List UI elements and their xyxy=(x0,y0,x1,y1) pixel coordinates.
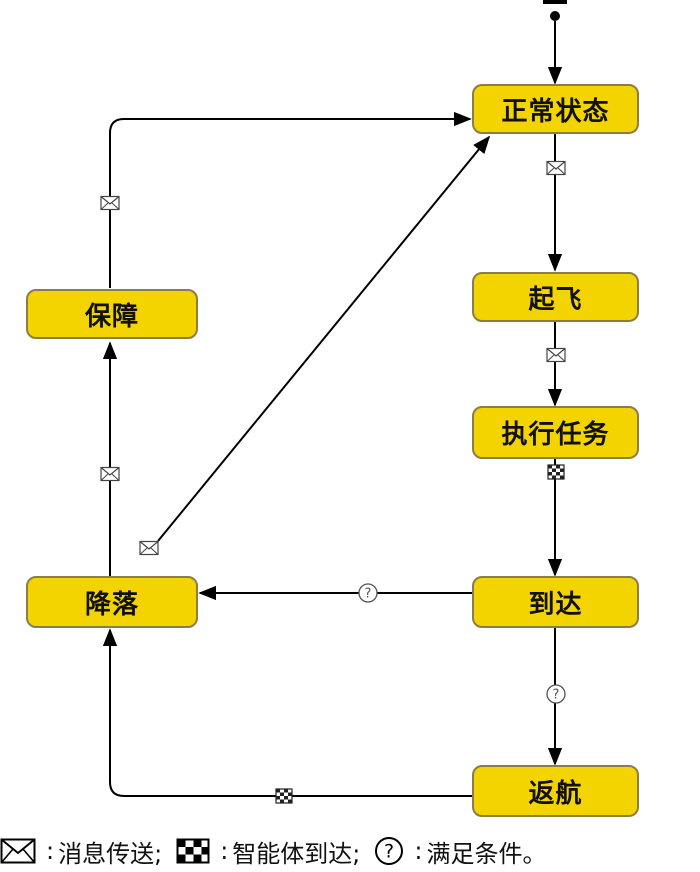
legend: : 消息传送; : 智能体到达; ? : 满足条件。 xyxy=(0,830,700,872)
envelope-icon xyxy=(546,347,566,363)
legend-message-label: 消息传送; xyxy=(58,839,163,868)
question-circle-icon xyxy=(546,684,566,704)
checkered-flag-icon xyxy=(275,788,293,804)
envelope-icon xyxy=(100,466,120,482)
legend-condition-label: 满足条件。 xyxy=(426,839,547,868)
svg-text:?: ? xyxy=(384,841,394,863)
legend-message: : 消息传送; xyxy=(0,834,162,869)
legend-colon: : xyxy=(414,837,423,865)
checkered-flag-icon xyxy=(547,464,565,480)
node-land: 降落 xyxy=(26,576,198,628)
node-mission: 执行任务 xyxy=(472,406,639,459)
state-diagram: ? xyxy=(100,0,567,804)
node-guarantee: 保障 xyxy=(26,289,198,339)
legend-arrival: : 智能体到达; xyxy=(176,834,360,869)
envelope-icon xyxy=(0,838,36,864)
question-circle-icon: ? xyxy=(375,837,404,865)
edge-land-normal xyxy=(157,135,491,542)
node-takeoff: 起飞 xyxy=(472,272,639,322)
node-normal: 正常状态 xyxy=(472,84,639,134)
start-marker xyxy=(543,0,567,21)
question-circle-icon xyxy=(358,583,378,603)
legend-condition: ? : 满足条件。 xyxy=(374,834,546,869)
legend-colon: : xyxy=(220,837,229,865)
legend-colon: : xyxy=(46,837,55,865)
edge-guarantee-normal xyxy=(109,111,472,288)
envelope-icon xyxy=(100,195,120,211)
edge-return-land xyxy=(102,628,472,797)
node-arrive: 到达 xyxy=(472,576,639,628)
envelope-icon xyxy=(546,160,566,176)
node-return: 返航 xyxy=(472,765,639,817)
envelope-icon xyxy=(139,540,159,556)
legend-arrival-label: 智能体到达; xyxy=(232,839,361,868)
checkered-flag-icon xyxy=(176,838,210,864)
